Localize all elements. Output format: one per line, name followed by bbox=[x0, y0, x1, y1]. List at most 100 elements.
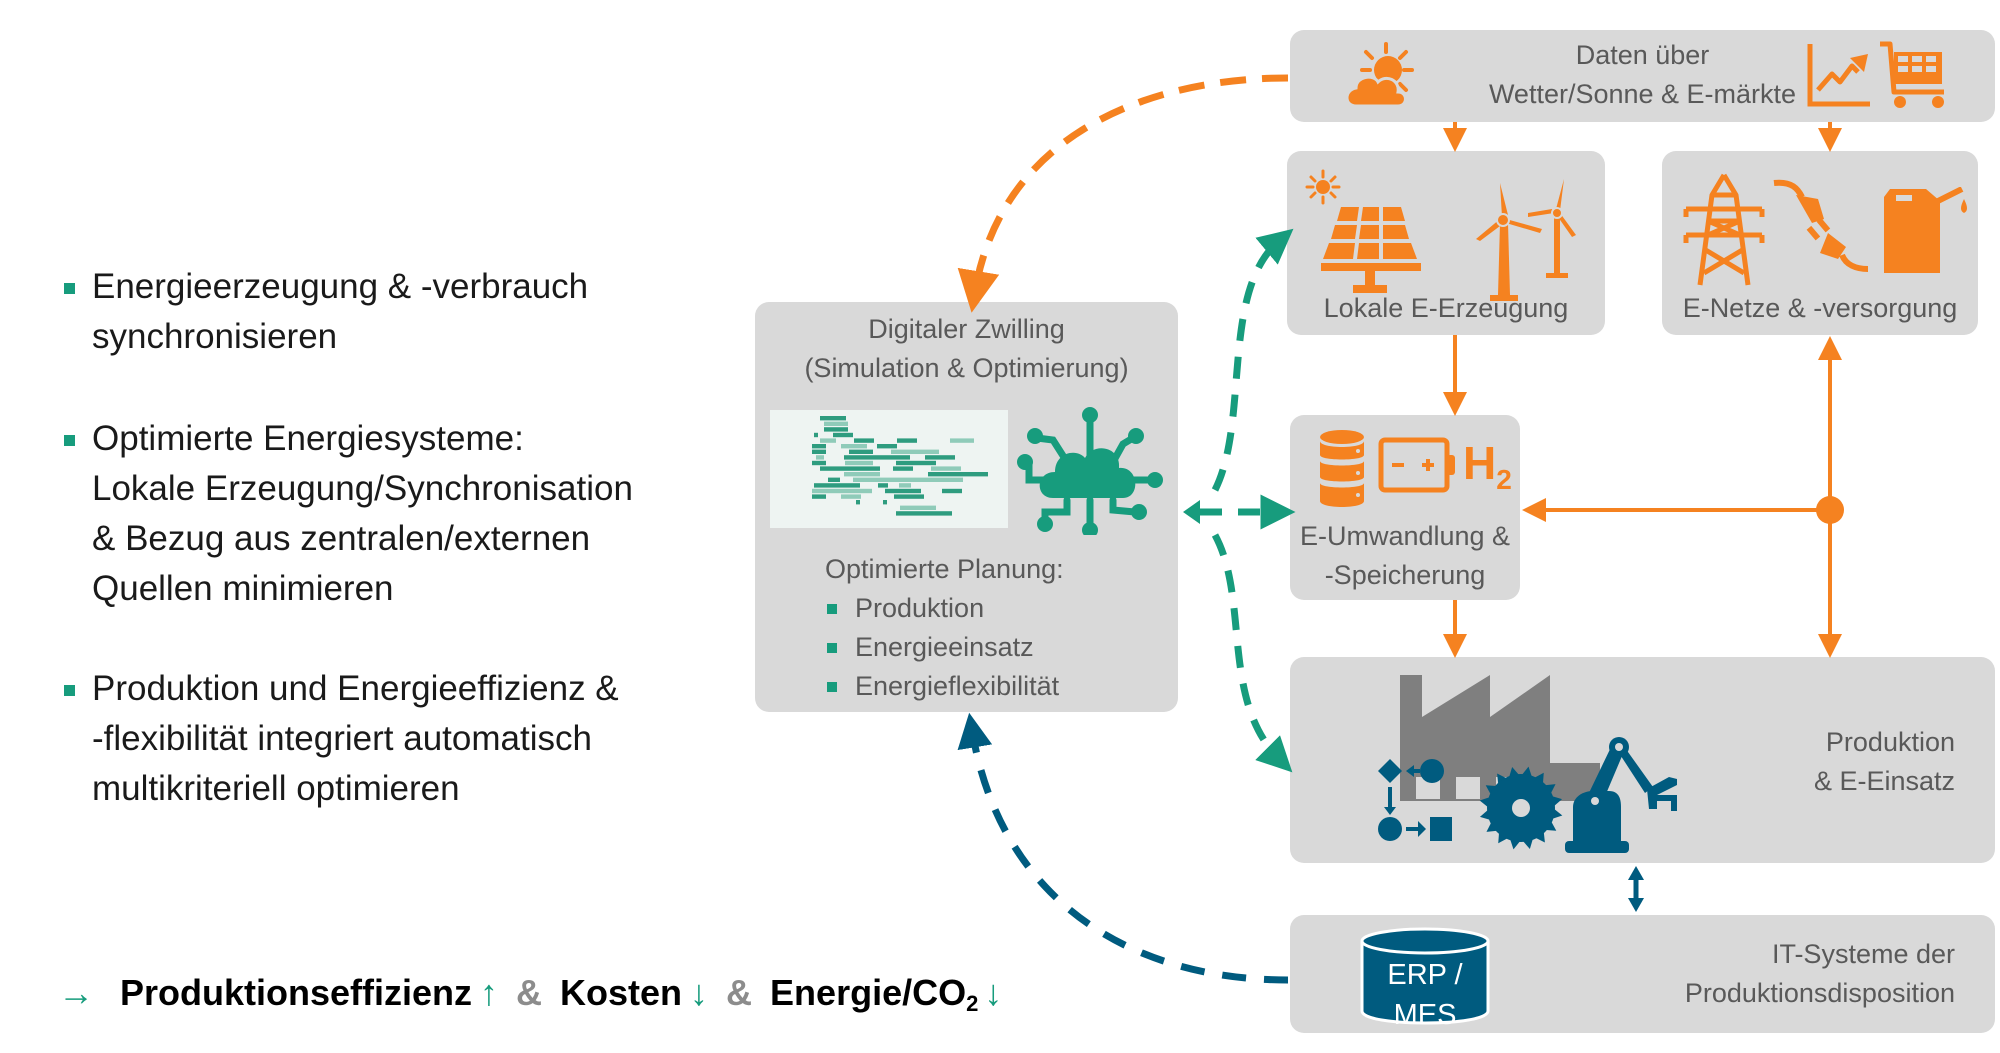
data-sources-line: Wetter/Sonne & E-märkte bbox=[1488, 79, 1797, 109]
benefit-text: synchronisieren bbox=[92, 317, 338, 356]
gantt-bar bbox=[856, 500, 860, 505]
erp-mes-label: ERP / MES bbox=[1387, 959, 1463, 1031]
energy-co2-text: Energie/CO bbox=[770, 972, 967, 1013]
gantt-bar bbox=[812, 449, 826, 454]
conversion-storage-line: -Speicherung bbox=[1324, 560, 1486, 590]
chart-trend-icon bbox=[1807, 44, 1870, 107]
gantt-bar bbox=[899, 483, 911, 488]
process-flow-icon bbox=[1378, 759, 1452, 841]
gantt-bar bbox=[844, 455, 910, 460]
result-arrow-icon: → bbox=[58, 972, 94, 1013]
twin-to-production-arrow bbox=[1211, 533, 1293, 773]
local-generation-label: Lokale E-Erzeugung bbox=[1323, 293, 1569, 323]
it-to-twin-arrow bbox=[957, 712, 1289, 984]
benefit-item: Produktion und Energieeffizienz & -flexi… bbox=[62, 664, 682, 814]
solar-panel-icon bbox=[1305, 169, 1421, 293]
storage-to-twin-arrowhead bbox=[1183, 500, 1200, 524]
data-sources-box: Daten über Wetter/Sonne & E-märkte bbox=[1290, 30, 1995, 122]
gantt-bar bbox=[849, 449, 873, 454]
gantt-bar bbox=[878, 483, 888, 488]
plug-icon bbox=[1773, 179, 1869, 272]
gantt-bar bbox=[812, 460, 826, 466]
twin-to-local-arrow bbox=[1211, 228, 1294, 492]
planning-item: Produktion bbox=[825, 589, 1064, 628]
bullet-square-icon bbox=[827, 643, 837, 653]
conversion-storage-label: E-Umwandlung & -Speicherung bbox=[1290, 517, 1520, 595]
fuel-canister-icon bbox=[1884, 187, 1967, 273]
gantt-bar bbox=[820, 438, 836, 443]
data-to-twin-arrow bbox=[957, 74, 1289, 313]
gantt-bar bbox=[812, 494, 826, 499]
production-box: Produktion & E-Einsatz bbox=[1290, 657, 1995, 863]
gantt-bar bbox=[841, 444, 867, 449]
benefit-text: Lokale Erzeugung/Synchronisation bbox=[92, 469, 633, 508]
production-it-bidirectional-arrow bbox=[1628, 866, 1644, 912]
benefit-text: Energieerzeugung & -verbrauch bbox=[92, 267, 589, 306]
gantt-bar bbox=[814, 483, 860, 488]
bullet-square-icon bbox=[64, 283, 75, 294]
digital-twin-title-line: Digitaler Zwilling bbox=[868, 314, 1065, 344]
saw-blade-icon bbox=[1479, 766, 1563, 850]
gantt-bar bbox=[820, 466, 880, 471]
hydrogen-label: H bbox=[1463, 437, 1497, 489]
gantt-bar bbox=[928, 472, 988, 477]
planning-item-label: Produktion bbox=[855, 593, 985, 623]
benefit-text: Produktion und Energieeffizienz & bbox=[92, 669, 619, 708]
gantt-bar bbox=[950, 438, 974, 443]
gantt-bar bbox=[824, 421, 848, 426]
bullet-square-icon bbox=[827, 604, 837, 614]
ampersand: & bbox=[516, 972, 543, 1013]
it-systems-box: ERP / MES IT-Systeme der Produktionsdisp… bbox=[1290, 915, 1995, 1033]
gantt-bar bbox=[942, 488, 962, 494]
it-systems-label: IT-Systeme der Produktionsdisposition bbox=[1685, 935, 1955, 1013]
production-label-line: Produktion bbox=[1825, 727, 1955, 757]
junction-node bbox=[1816, 496, 1844, 524]
benefit-text: Optimierte Energiesysteme: bbox=[92, 419, 524, 458]
planning-item-label: Energieeinsatz bbox=[855, 632, 1034, 662]
planning-item: Energieeinsatz bbox=[825, 628, 1064, 667]
production-label-line: & E-Einsatz bbox=[1813, 766, 1955, 796]
erp-mes-database-icon bbox=[1360, 927, 1490, 1025]
co2-subscript: 2 bbox=[966, 991, 979, 1016]
gantt-bar bbox=[894, 494, 924, 499]
production-label: Produktion & E-Einsatz bbox=[1814, 723, 1955, 801]
grid-supply-label: E-Netze & -versorgung bbox=[1682, 293, 1958, 323]
gantt-bar bbox=[845, 460, 873, 466]
gantt-bar bbox=[812, 488, 872, 494]
shopping-cart-icon bbox=[1880, 41, 1944, 108]
summary-item-costs: Kosten bbox=[560, 972, 683, 1013]
gantt-bar bbox=[931, 466, 961, 471]
battery-icon bbox=[1378, 437, 1455, 493]
gantt-bar bbox=[828, 477, 840, 482]
conversion-storage-box: H2 E-Umwandlung & -Speicherung bbox=[1290, 415, 1520, 600]
grid-supply-box: E-Netze & -versorgung bbox=[1662, 151, 1978, 335]
gantt-bar bbox=[812, 444, 826, 449]
gantt-bar bbox=[841, 494, 861, 499]
gantt-bar bbox=[893, 466, 913, 471]
gantt-chart-svg bbox=[812, 416, 988, 516]
gantt-bar bbox=[896, 511, 952, 516]
benefit-list: Energieerzeugung & -verbrauch synchronis… bbox=[62, 262, 682, 864]
bullet-square-icon bbox=[827, 682, 837, 692]
sun-cloud-icon bbox=[1345, 42, 1414, 108]
gantt-bar bbox=[897, 438, 917, 443]
gantt-bar bbox=[885, 488, 921, 494]
arrow-up-icon: ↑ bbox=[480, 972, 499, 1013]
summary-item-efficiency: Produktionseffizienz bbox=[120, 972, 473, 1013]
data-sources-line: Daten über bbox=[1575, 40, 1710, 70]
gantt-bar bbox=[900, 505, 936, 510]
data-sources-label: Daten über Wetter/Sonne & E-märkte bbox=[1290, 36, 1995, 114]
gantt-bar bbox=[883, 500, 887, 505]
it-systems-label-line: Produktionsdisposition bbox=[1684, 978, 1955, 1008]
planning-heading: Optimierte Planung: bbox=[825, 554, 1064, 584]
benefit-text: Quellen minimieren bbox=[92, 569, 394, 608]
gantt-chart-thumbnail bbox=[770, 410, 1008, 528]
gantt-bar bbox=[891, 449, 939, 454]
summary-item-energy-co2: Energie/CO2 bbox=[770, 972, 978, 1017]
it-systems-label-line: IT-Systeme der bbox=[1771, 939, 1955, 969]
benefit-text: multikriteriell optimieren bbox=[92, 769, 460, 808]
digital-twin-box: Digitaler Zwilling (Simulation & Optimie… bbox=[755, 302, 1178, 712]
planning-list: Optimierte Planung: Produktion Energieei… bbox=[825, 550, 1064, 706]
summary-line: → Produktionseffizienz ↑ & Kosten ↓ & En… bbox=[58, 972, 1002, 1017]
